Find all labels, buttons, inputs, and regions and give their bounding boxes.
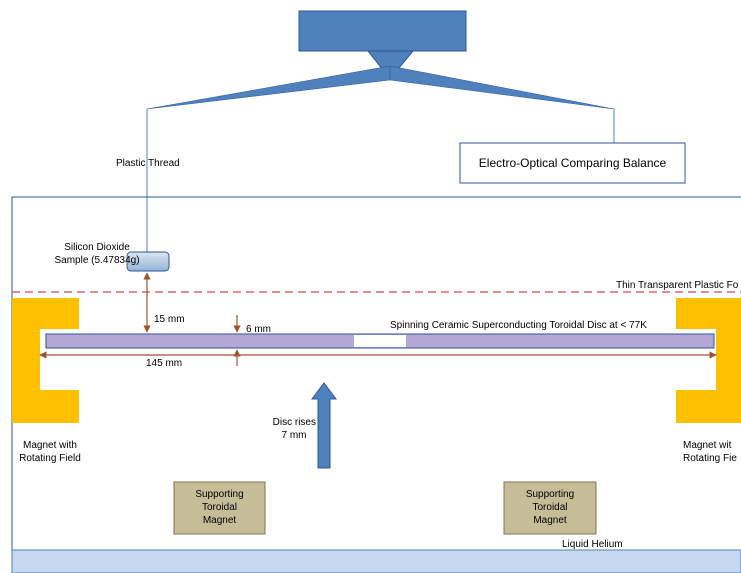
magnet-right-line2: Rotating Fie [683,453,737,464]
disc-label: Spinning Ceramic Superconducting Toroida… [390,320,647,331]
support-left-line2: Toroidal [201,502,238,513]
magnet-left-line1: Magnet with [23,440,77,451]
chamber-outline [11,196,741,573]
disc-rises-line2: 7 mm [281,430,307,441]
disc-rises-line1: Disc rises [272,417,316,428]
sample-label-line1: Silicon Dioxide [64,242,130,253]
balance-pivot [366,50,415,80]
dim-label-6mm: 6 mm [246,324,271,335]
support-right-line2: Toroidal [532,502,568,513]
plastic-foil-label: Thin Transparent Plastic Fo [616,280,739,291]
dim-label-15mm: 15 mm [154,314,185,325]
disc-rises-label: Disc rises 7 mm [272,416,316,442]
comparing-balance-label: Electro-Optical Comparing Balance [478,156,667,170]
liquid-helium-label: Liquid Helium [562,539,623,550]
balance-beam-left [146,65,391,110]
balance-beam-right [389,65,615,110]
support-left-label: Supporting Toroidal Magnet [174,488,265,527]
silicon-dioxide-sample [126,251,170,272]
support-right-line3: Magnet [533,515,567,526]
magnet-left [12,298,79,423]
disc-center-hole [354,335,406,347]
support-left-line1: Supporting [195,489,244,500]
supporting-magnet-left [173,481,266,535]
supporting-magnet-right [503,481,597,535]
disc-rises-arrow [311,382,337,469]
magnet-right [676,298,741,423]
sample-label: Silicon Dioxide Sample (5.47834g) [54,241,140,267]
comparing-balance-box [459,142,686,184]
magnet-left-label: Magnet with Rotating Field [10,439,90,465]
balance-housing [298,10,467,52]
sample-label-line2: Sample (5.47834g) [54,255,140,266]
support-right-line1: Supporting [525,489,575,500]
magnet-right-label: Magnet wit Rotating Fie [683,439,737,465]
liquid-helium-layer [11,549,741,573]
support-right-label: Supporting Toroidal Magnet [504,488,596,527]
support-left-line3: Magnet [202,515,237,526]
dim-label-145mm: 145 mm [146,358,183,369]
magnet-left-line2: Rotating Field [19,453,81,464]
magnet-right-line1: Magnet wit [683,440,732,451]
plastic-thread-label: Plastic Thread [116,158,180,169]
